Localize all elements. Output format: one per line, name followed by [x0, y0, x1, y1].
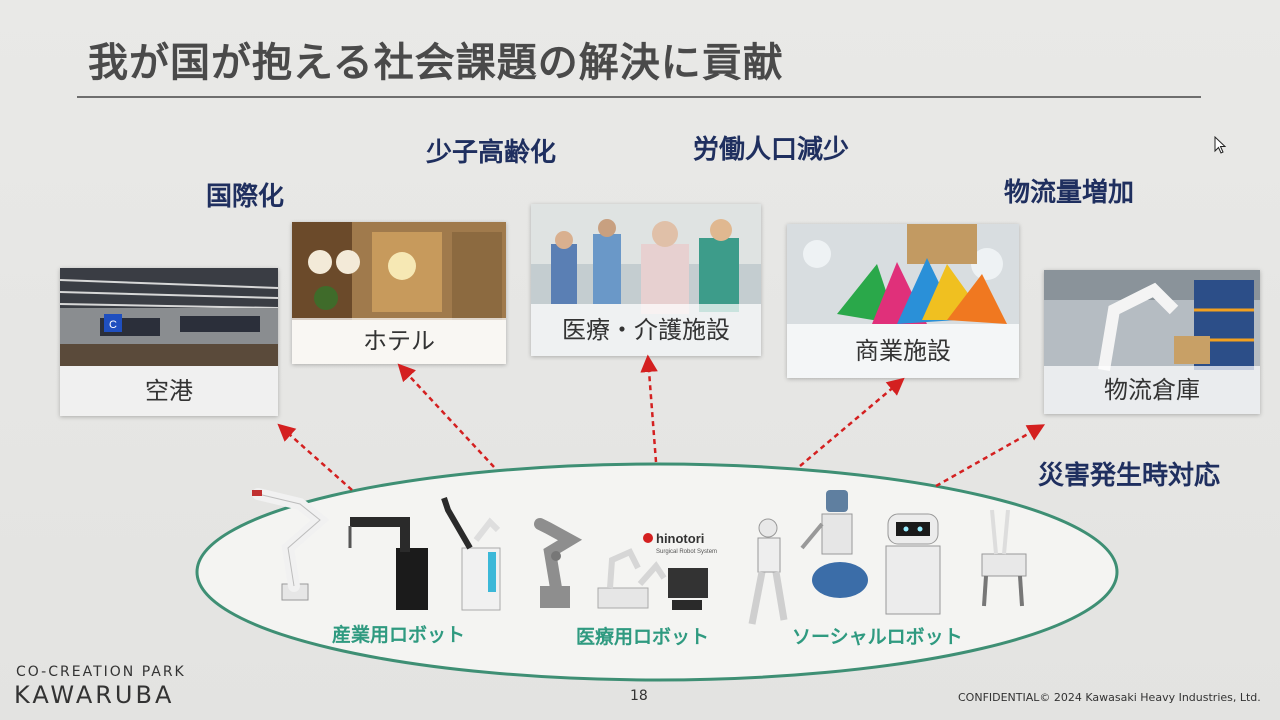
slide-title: 我が国が抱える社会課題の解決に貢献: [88, 40, 784, 86]
svg-text:Surgical Robot System: Surgical Robot System: [656, 549, 717, 555]
hotel-photo: ホテル: [292, 222, 506, 364]
industrial-robot-tower: [441, 497, 501, 611]
airport-caption: 空港: [60, 366, 278, 416]
robot-group-medical: 医療用ロボット: [576, 626, 710, 648]
hinotori-robot: [597, 548, 708, 610]
medical-robot-cobot: [534, 518, 583, 608]
airport-photo: C 空港: [60, 268, 278, 416]
mouse-cursor-icon: [1214, 136, 1227, 154]
hinotori-logo: hinotori Surgical Robot System: [643, 531, 717, 555]
robot-group-social: ソーシャルロボット: [792, 626, 963, 648]
robot-group-industrial: 産業用ロボット: [332, 624, 466, 646]
industrial-robot-scara: [348, 517, 428, 610]
warehouse-image: [1044, 270, 1260, 414]
commercial-caption: 商業施設: [787, 324, 1019, 378]
brand-logo: KAWARUBA: [14, 681, 175, 709]
arrow-to-warehouse: [935, 424, 1046, 488]
arrow-to-medical: [640, 354, 658, 463]
title-divider: [77, 96, 1201, 98]
warehouse-photo: 物流倉庫: [1044, 270, 1260, 414]
guide-robot: [885, 513, 941, 615]
category-labor: 労働人口減少: [693, 135, 850, 165]
commercial-photo: 商業施設: [787, 224, 1019, 378]
medical-care-photo: 医療・介護施設: [531, 204, 761, 356]
humanoid-robot: [748, 518, 788, 625]
confidential-notice: CONFIDENTIAL© 2024 Kawasaki Heavy Indust…: [958, 691, 1261, 704]
category-logistics-volume: 物流量増加: [1004, 178, 1135, 208]
quadruped-robot: [981, 509, 1027, 607]
category-internationalization: 国際化: [206, 182, 285, 212]
arrow-to-commercial: [799, 377, 905, 467]
gate-sign: C: [109, 319, 117, 331]
hotel-caption: ホテル: [292, 318, 506, 364]
medical-care-caption: 医療・介護施設: [531, 304, 761, 356]
industrial-robot-arm-1: [252, 488, 330, 601]
svg-text:hinotori: hinotori: [656, 531, 704, 546]
arrow-to-hotel: [397, 363, 495, 468]
page-number: 18: [630, 688, 648, 704]
category-disaster: 災害発生時対応: [1038, 461, 1221, 491]
brand-subtitle: CO-CREATION PARK: [16, 664, 186, 680]
arrow-to-airport: [277, 423, 353, 491]
category-aging: 少子高齢化: [426, 138, 557, 168]
warehouse-caption: 物流倉庫: [1044, 366, 1260, 414]
service-robot-arms: [800, 490, 868, 598]
